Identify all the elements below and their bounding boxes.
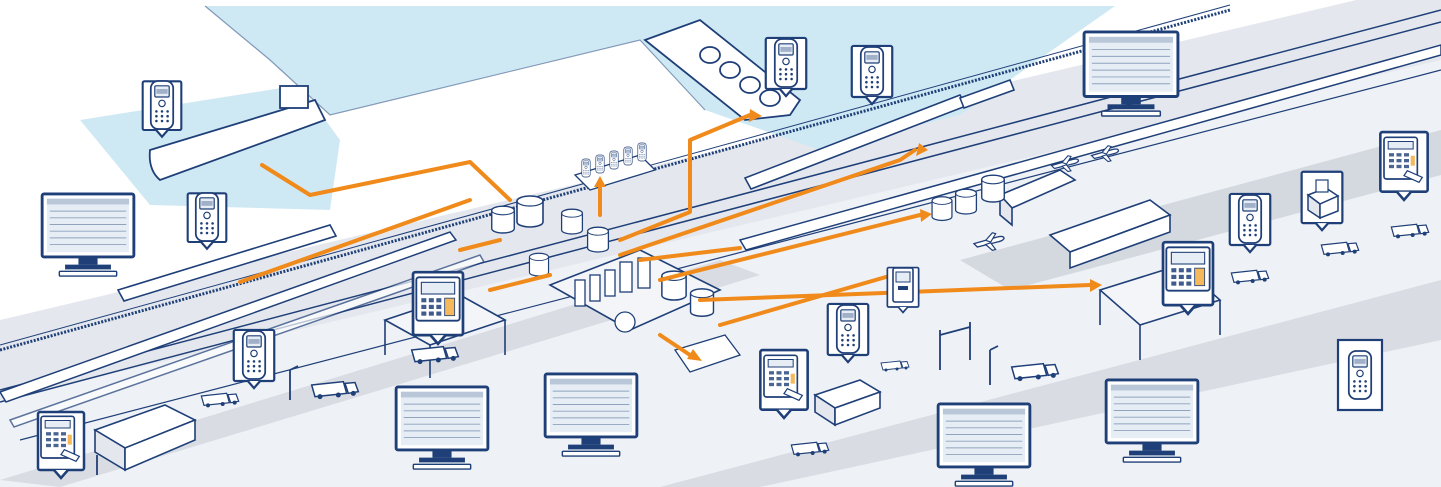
control-panel-icon[interactable] <box>411 270 465 346</box>
handheld-terminal-callout[interactable] <box>764 36 808 98</box>
kiosk-terminal-icon[interactable] <box>886 266 920 314</box>
handheld-terminal-callout[interactable] <box>232 328 276 390</box>
card-reader-icon[interactable] <box>36 410 86 480</box>
monitor-workstation-icon[interactable] <box>40 192 136 278</box>
ticket-printer-icon[interactable] <box>1300 170 1344 232</box>
card-reader-icon[interactable] <box>1378 130 1430 202</box>
gate-barrier-icon <box>96 322 999 475</box>
refinery-plant-icon <box>491 154 1006 373</box>
handheld-terminal-callout[interactable] <box>141 79 183 139</box>
handheld-terminal-callout[interactable] <box>1336 338 1384 412</box>
railcar-train-icon <box>116 78 1016 302</box>
handheld-terminal-callout[interactable] <box>826 302 870 364</box>
card-reader-icon[interactable] <box>758 348 810 420</box>
handheld-terminal-callout[interactable] <box>186 191 228 251</box>
pipeline-icon <box>0 44 1441 428</box>
control-panel-icon[interactable] <box>1161 240 1215 316</box>
tanker-ship-icon <box>148 18 802 182</box>
warehouse-icon <box>93 169 1172 472</box>
flow-arrowheads <box>594 109 1102 361</box>
handheld-terminal-callout[interactable] <box>850 44 894 106</box>
handheld-terminal-callout[interactable] <box>1228 192 1272 254</box>
